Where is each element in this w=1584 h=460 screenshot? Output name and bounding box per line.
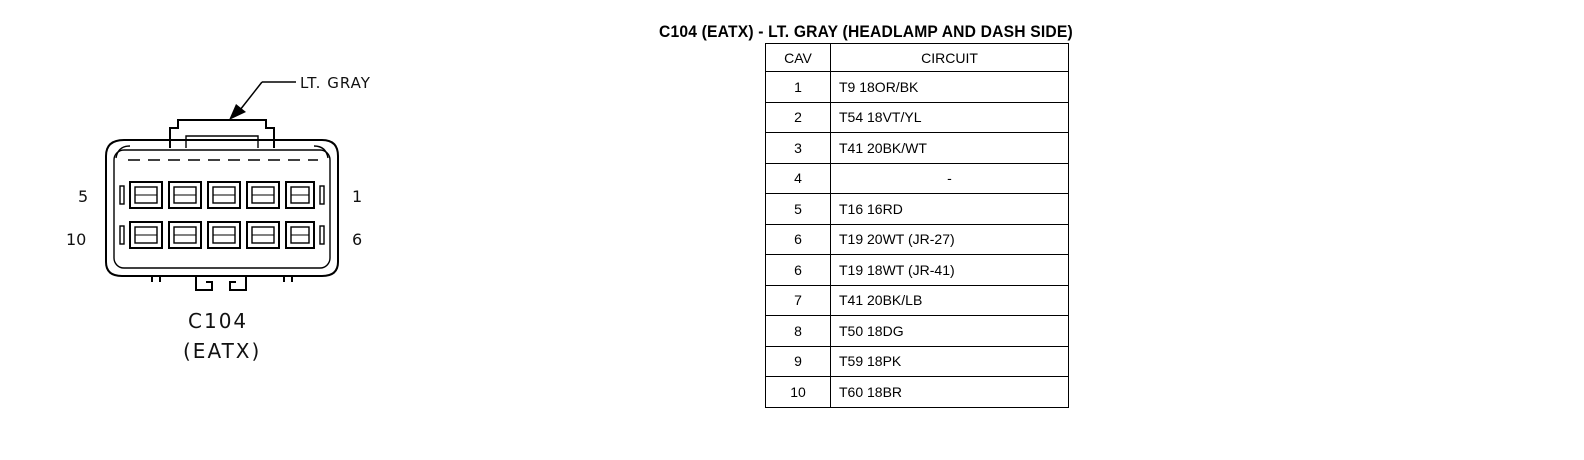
cav-cell: 8: [765, 315, 831, 347]
cavity-8: [207, 221, 241, 249]
cav-cell: 6: [765, 223, 831, 255]
side-slot-right-top: [319, 185, 325, 205]
cavity-7: [246, 221, 280, 249]
side-slot-right-bottom: [319, 225, 325, 245]
cavity-row-top: [129, 181, 315, 209]
connector-feet: [151, 276, 293, 291]
cav-cell: 2: [765, 101, 831, 133]
cavity-3: [207, 181, 241, 209]
cav-cell: 7: [765, 284, 831, 316]
cav-cell: 6: [765, 254, 831, 286]
circuit-cell: T19 20WT (JR-27): [830, 223, 1069, 255]
cavity-row-bottom: [129, 221, 315, 249]
cavity-2: [246, 181, 280, 209]
circuit-cell: T9 18OR/BK: [830, 71, 1069, 103]
connector-latch: [169, 119, 275, 148]
connector-name: C104: [188, 309, 248, 333]
circuit-cell: T19 18WT (JR-41): [830, 254, 1069, 286]
connector-inner-shell: [113, 149, 331, 269]
circuit-cell: T16 16RD: [830, 193, 1069, 225]
connector-face-diagram: LT. GRAY: [66, 74, 371, 363]
header-cav: CAV: [765, 43, 831, 72]
latch-inner: [185, 135, 259, 148]
pin-label-bottom-right: 6: [352, 230, 362, 249]
side-slot-left-top: [119, 185, 125, 205]
leader-arrowhead: [229, 104, 246, 120]
cavity-1: [285, 181, 315, 209]
corner-rib-right: [313, 145, 329, 159]
pin-label-bottom-left: 10: [66, 230, 86, 249]
pin-label-top-right: 1: [352, 187, 362, 206]
connector-housing: [105, 139, 339, 277]
cav-cell: 10: [765, 376, 831, 408]
cav-cell: 9: [765, 345, 831, 377]
header-circuit: CIRCUIT: [830, 43, 1069, 72]
circuit-cell: T41 20BK/WT: [830, 132, 1069, 164]
cav-cell: 3: [765, 132, 831, 164]
circuit-cell: T50 18DG: [830, 315, 1069, 347]
cavity-10: [129, 221, 163, 249]
pin-label-top-left: 5: [78, 187, 88, 206]
circuit-cell: T59 18PK: [830, 345, 1069, 377]
circuit-cell: T54 18VT/YL: [830, 101, 1069, 133]
cav-cell: 4: [765, 162, 831, 194]
cav-cell: 5: [765, 193, 831, 225]
circuit-cell: T60 18BR: [830, 376, 1069, 408]
circuit-cell: T41 20BK/LB: [830, 284, 1069, 316]
cavity-6: [285, 221, 315, 249]
table-row: 4-: [765, 162, 1069, 194]
circuit-cell: -: [830, 162, 1069, 194]
cavity-5: [129, 181, 163, 209]
cav-cell: 1: [765, 71, 831, 103]
side-slot-left-bottom: [119, 225, 125, 245]
leader-arrow-shaft: [239, 81, 263, 111]
corner-rib-left: [115, 145, 131, 159]
table-title: C104 (EATX) - LT. GRAY (HEADLAMP AND DAS…: [659, 22, 1073, 41]
table-header-row: CAV CIRCUIT: [765, 43, 1069, 72]
connector-sub-name: (EATX): [183, 339, 261, 363]
color-label: LT. GRAY: [300, 74, 371, 92]
cavity-4: [168, 181, 202, 209]
cavity-9: [168, 221, 202, 249]
